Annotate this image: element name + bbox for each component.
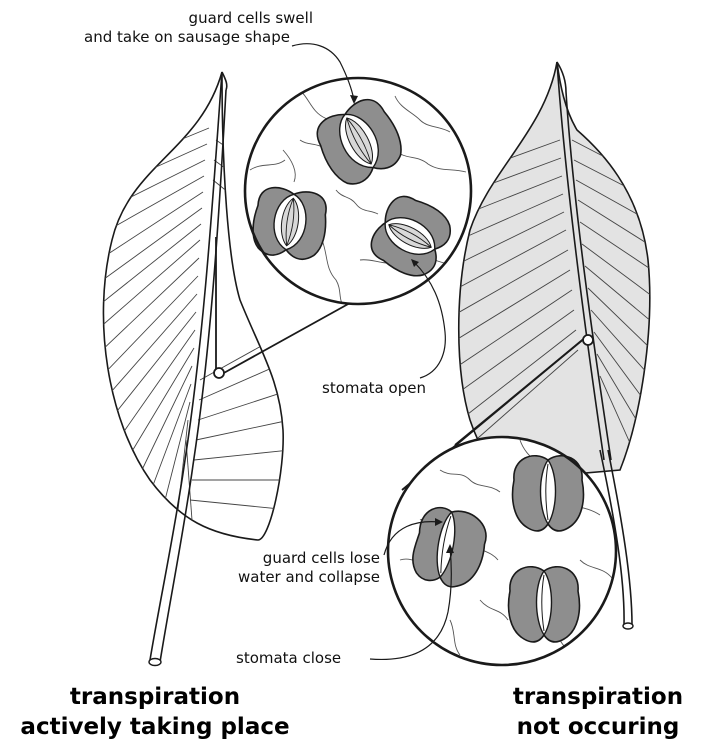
closed-stoma-2 [513,456,584,531]
label-guard-cells-swell: guard cells swell and take on sausage sh… [0,9,368,47]
caption-left: transpiration actively taking place [0,682,310,742]
caption-left-line-2: actively taking place [0,712,310,742]
label-stomata-close: stomata close [236,649,341,668]
label-guard-cells-lose-line-2: water and collapse [0,568,380,587]
closed-stoma-3 [509,567,580,642]
label-guard-cells-lose: guard cells lose water and collapse [0,549,380,587]
left-leaf-sample-point [214,368,224,378]
label-stomata-open: stomata open [322,379,426,398]
label-guard-cells-lose-line-1: guard cells lose [0,549,380,568]
caption-left-line-1: transpiration [0,682,310,712]
right-leaf-sample-point [583,335,593,345]
closed-stomata-magnified-view [388,437,616,665]
label-stomata-close-text: stomata close [236,649,341,667]
caption-right-line-1: transpiration [490,682,706,712]
caption-right-line-2: not occuring [490,712,706,742]
label-stomata-open-text: stomata open [322,379,426,397]
open-stomata-magnified-view [245,78,471,310]
left-leaf-stem-end [149,659,161,666]
label-guard-cells-swell-line-1: guard cells swell [0,9,368,28]
caption-right: transpiration not occuring [490,682,706,742]
label-guard-cells-swell-line-2: and take on sausage shape [0,28,368,47]
